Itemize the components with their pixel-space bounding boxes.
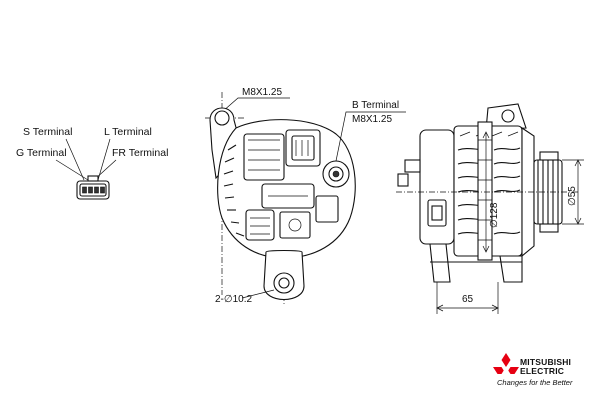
upper-thread-leader xyxy=(221,97,290,113)
length-65-label: 65 xyxy=(462,294,474,305)
s-leader-line xyxy=(65,138,85,181)
b-terminal-stud xyxy=(322,160,350,188)
mount-hole-label: 2-∅10.2 xyxy=(215,294,253,305)
side-stator-band xyxy=(477,121,493,261)
regulator-block xyxy=(243,133,285,181)
alternator-side-view: ∅128 ∅55 65 xyxy=(396,103,584,314)
s-terminal-label: S Terminal xyxy=(23,126,72,138)
brush-holder xyxy=(285,129,321,167)
brand-name-line2: ELECTRIC xyxy=(520,366,564,376)
side-rear-cover xyxy=(419,129,455,245)
side-lower-leg-rear xyxy=(429,243,451,283)
terminal-cover xyxy=(315,195,339,223)
mitsubishi-electric-logo: MITSUBISHI ELECTRIC Changes for the Bett… xyxy=(493,353,573,387)
g-terminal-label: G Terminal xyxy=(16,147,67,159)
upper-mount-hole xyxy=(214,110,230,126)
regulator-ribs xyxy=(248,139,280,171)
b-terminal-label: B Terminal xyxy=(352,100,399,111)
connector-diagram: S Terminal L Terminal G Terminal FR Term… xyxy=(16,126,168,200)
diameter-55-label: ∅55 xyxy=(567,186,578,206)
lower-boss xyxy=(245,209,275,241)
side-connector xyxy=(427,199,447,227)
lower-mount-hole xyxy=(273,272,295,294)
fr-terminal-label: FR Terminal xyxy=(112,147,168,159)
l-terminal-label: L Terminal xyxy=(104,126,152,138)
brand-tagline: Changes for the Better xyxy=(497,378,573,387)
connector-plug xyxy=(76,175,110,200)
b-thread-label: M8X1.25 xyxy=(352,114,392,125)
diameter-55-extension xyxy=(562,159,584,225)
l-leader-line xyxy=(97,138,111,181)
diode-block xyxy=(279,211,311,239)
alternator-front-view: M8X1.25 xyxy=(205,87,406,305)
brand-name-line1: MITSUBISHI xyxy=(520,357,571,367)
diameter-128-label: ∅128 xyxy=(489,202,500,228)
mount-hole-leader xyxy=(241,289,275,299)
cooling-vents-left xyxy=(223,144,245,237)
length-65-extension xyxy=(436,282,499,314)
upper-thread-label: M8X1.25 xyxy=(242,87,282,98)
three-diamonds-icon xyxy=(493,353,519,381)
g-leader-line xyxy=(55,159,89,181)
side-rear-stud xyxy=(404,159,421,173)
b-terminal-leader xyxy=(335,111,406,162)
side-lower-leg-front xyxy=(499,255,523,283)
